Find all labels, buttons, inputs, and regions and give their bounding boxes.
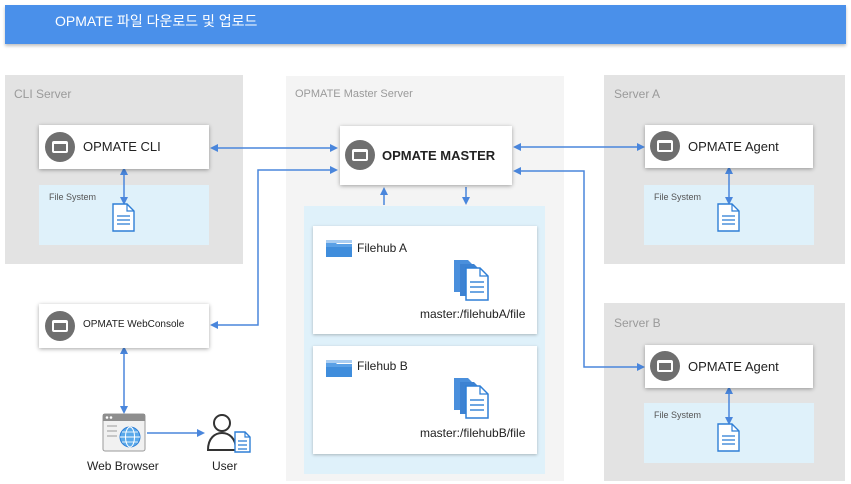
user-label: User (212, 459, 238, 473)
webconsole-master-arrow (210, 166, 338, 329)
opmate-master-node: OPMATE MASTER (340, 126, 512, 185)
cli-server-label: CLI Server (14, 87, 72, 101)
cli-document-icon (112, 203, 135, 232)
cli-file-system-label: File System (49, 192, 97, 202)
files-icon (454, 260, 489, 301)
opmate-master-label: OPMATE MASTER (382, 148, 496, 163)
master-server-label: OPMATE Master Server (295, 88, 413, 100)
master-agent-b-arrow (513, 167, 645, 371)
filehub-b-card: Filehub B master:/filehubB/file (313, 346, 537, 454)
agent-b-document-icon (717, 423, 740, 452)
filehub-b-title: Filehub B (357, 359, 408, 373)
opmate-cli-label: OPMATE CLI (83, 139, 161, 154)
filehub-b-path: master:/filehubB/file (420, 426, 526, 440)
filehub-a-title: Filehub A (357, 241, 408, 255)
title-bar (5, 5, 846, 44)
agent-a-node: OPMATE Agent (645, 125, 813, 168)
web-browser-icon (102, 413, 146, 452)
window-icon (650, 351, 680, 381)
user-icon (206, 414, 251, 453)
window-icon (45, 311, 75, 341)
window-icon (45, 132, 75, 162)
agent-b-label: OPMATE Agent (688, 359, 779, 374)
web-browser-label: Web Browser (87, 459, 159, 473)
opmate-cli-node: OPMATE CLI (39, 125, 209, 169)
page-title: OPMATE 파일 다운로드 및 업로드 (55, 13, 258, 29)
window-icon (345, 140, 375, 170)
folder-icon (326, 240, 352, 257)
agent-a-document-icon (717, 203, 740, 232)
agent-b-node: OPMATE Agent (645, 345, 813, 388)
filehub-a-card: Filehub A master:/filehubA/file (313, 226, 537, 334)
folder-icon (326, 360, 352, 377)
agent-b-file-system-label: File System (654, 410, 702, 420)
window-icon (650, 131, 680, 161)
webconsole-label: OPMATE WebConsole (83, 319, 185, 330)
webconsole-node: OPMATE WebConsole (39, 304, 209, 348)
files-icon (454, 378, 489, 419)
server-a-label: Server A (614, 87, 661, 101)
agent-a-file-system-label: File System (654, 192, 702, 202)
filehub-a-path: master:/filehubA/file (420, 307, 526, 321)
agent-a-label: OPMATE Agent (688, 139, 779, 154)
